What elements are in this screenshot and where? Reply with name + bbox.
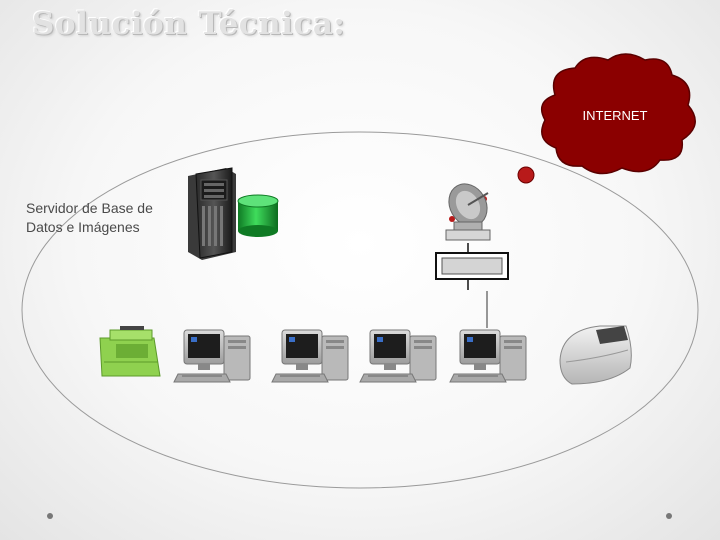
internet-cloud-icon [540,53,696,175]
satellite-dish-icon [445,183,491,241]
computer-icon [173,329,251,383]
internet-label: INTERNET [582,108,648,123]
database-icon [237,194,279,237]
printer-icon [99,326,161,377]
computer-icon [359,329,437,383]
computer-icon [449,329,527,383]
network-boundary-ellipse [21,131,699,489]
connection-dot-small [449,216,455,222]
scanner-icon [559,325,632,385]
computer-icon [271,329,349,383]
network-switch-icon [435,243,509,328]
slide-title: Solución Técnica: [32,6,346,42]
connection-dot-large [517,166,535,184]
server-label: Servidor de Base de Datos e Imágenes [26,200,153,235]
slide-corner-dot [47,513,53,519]
slide-corner-dot [666,513,672,519]
server-tower-icon [188,167,236,260]
